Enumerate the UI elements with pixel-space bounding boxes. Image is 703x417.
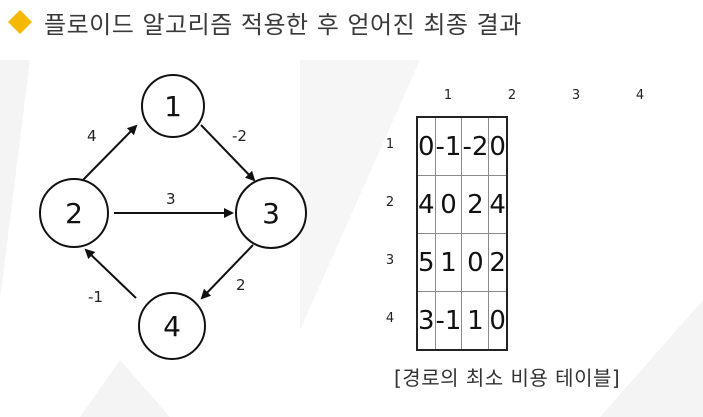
matrix-cell: 1 [461, 291, 490, 351]
matrix-cell: 1 [434, 233, 463, 292]
node-3: 3 [235, 177, 307, 249]
column-header: 2 [507, 88, 517, 103]
matrix-cell: -2 [461, 116, 490, 176]
matrix-cell: -1 [434, 291, 463, 351]
column-header: 4 [635, 88, 645, 103]
node-4: 4 [138, 292, 206, 360]
diamond-bullet-icon [8, 10, 32, 34]
row-header: 1 [385, 137, 395, 152]
matrix-cell: 0 [416, 116, 436, 176]
matrix-cell: 0 [434, 175, 463, 234]
svg-text:4: 4 [163, 310, 181, 343]
matrix-cell: 2 [461, 175, 490, 234]
edge-2-to-1 [81, 124, 138, 182]
edge-label-1-3: -2 [232, 127, 247, 145]
node-2: 2 [39, 178, 109, 248]
matrix-column-headers: 1 2 3 4 [416, 84, 672, 108]
svg-text:1: 1 [164, 90, 182, 123]
matrix-cell: 5 [416, 233, 436, 292]
row-header: 2 [385, 195, 395, 210]
matrix-cell: 4 [416, 175, 436, 234]
node-1: 1 [141, 74, 205, 138]
matrix-cell: 0 [461, 233, 490, 292]
edge-label-2-3: 3 [166, 190, 176, 208]
svg-text:3: 3 [262, 197, 280, 230]
matrix-row: 4 0 2 4 [416, 175, 508, 234]
matrix-table: 0 -1 -2 0 4 0 2 4 5 1 0 2 3 -1 1 0 [416, 116, 508, 351]
matrix-cell: -1 [434, 116, 463, 176]
edge-label-4-2: -1 [88, 288, 103, 306]
matrix-row-headers: 1 2 3 4 [376, 116, 404, 348]
matrix-cell: 4 [488, 175, 508, 234]
section-title: 플로이드 알고리즘 적용한 후 얻어진 최종 결과 [6, 2, 522, 42]
matrix-row: 3 -1 1 0 [416, 291, 508, 351]
edge-4-to-2 [84, 248, 137, 299]
row-header: 4 [385, 311, 395, 326]
edge-label-3-4: 2 [236, 276, 246, 294]
table-caption: [경로의 최소 비용 테이블] [394, 366, 621, 390]
column-header: 3 [571, 88, 581, 103]
matrix-row: 5 1 0 2 [416, 233, 508, 292]
edge-3-to-4 [200, 244, 254, 300]
matrix-cell: 2 [488, 233, 508, 292]
matrix-cell: 3 [416, 291, 436, 351]
matrix-cell: 0 [488, 116, 508, 176]
page-title: 플로이드 알고리즘 적용한 후 얻어진 최종 결과 [44, 10, 522, 39]
matrix-cell: 0 [488, 291, 508, 351]
graph-diagram: 4 -2 3 2 -1 1 2 3 4 [39, 74, 307, 360]
matrix-row: 0 -1 -2 0 [416, 116, 508, 176]
edge-label-2-1: 4 [87, 127, 97, 145]
edge-1-to-3 [200, 124, 256, 182]
row-header: 3 [385, 253, 395, 268]
svg-text:2: 2 [65, 197, 83, 230]
column-header: 1 [443, 88, 453, 103]
